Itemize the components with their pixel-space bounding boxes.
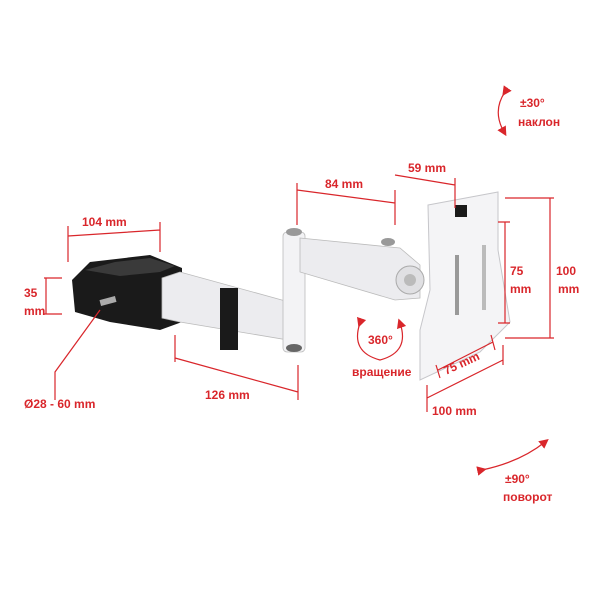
swivel-arrow xyxy=(476,439,549,476)
arm1-length-label: 126 mm xyxy=(205,388,250,402)
swivel-angle-label: ±90° xyxy=(505,472,530,486)
head-offset-label: 59 mm xyxy=(408,161,446,175)
vesa-height-large-value: 100 xyxy=(556,264,576,278)
clamp-width-label: 104 mm xyxy=(82,215,127,229)
rotation-angle-label: 360° xyxy=(368,333,393,347)
tilt-angle-label: ±30° xyxy=(520,96,545,110)
vesa-plate xyxy=(419,191,511,381)
vesa-height-small-unit: mm xyxy=(510,282,531,296)
clamp-height-value: 35 xyxy=(24,286,38,300)
vesa-width-large-label: 100 mm xyxy=(432,404,477,418)
vesa-height-small-value: 75 xyxy=(510,264,524,278)
rotation-arrow xyxy=(356,316,407,361)
clamp-height-unit: mm xyxy=(24,304,45,318)
arm-segment-2 xyxy=(299,237,425,301)
dimension-lines xyxy=(44,85,554,476)
arm-segment-1 xyxy=(161,228,306,353)
rotation-text-label: вращение xyxy=(352,365,412,379)
dimension-labels: ±30° наклон 84 mm 59 mm 104 mm 35 mm 75 … xyxy=(24,96,579,504)
vesa-height-large-unit: mm xyxy=(558,282,579,296)
arm2-length-label: 84 mm xyxy=(325,177,363,191)
tilt-text-label: наклон xyxy=(518,115,560,129)
tilt-arrow xyxy=(497,85,512,137)
monitor-arm-illustration xyxy=(72,191,511,381)
clamp-diameter-label: Ø28 - 60 mm xyxy=(24,397,95,411)
swivel-text-label: поворот xyxy=(503,490,552,504)
